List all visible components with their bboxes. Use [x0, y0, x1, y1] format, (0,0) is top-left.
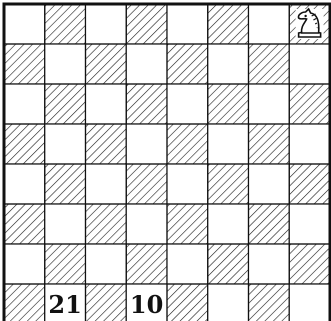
square-r5-c6[interactable]: [249, 204, 290, 244]
square-r1-c2[interactable]: [86, 44, 127, 84]
square-r1-c0[interactable]: [4, 44, 45, 84]
square-r3-c6[interactable]: [249, 124, 290, 164]
square-r2-c5[interactable]: [208, 84, 249, 124]
square-r0-c2[interactable]: [86, 4, 127, 44]
square-r3-c2[interactable]: [86, 124, 127, 164]
square-r3-c4[interactable]: [167, 124, 208, 164]
square-r1-c3[interactable]: [126, 44, 167, 84]
square-r2-c6[interactable]: [249, 84, 290, 124]
square-r6-c1[interactable]: [45, 244, 86, 284]
square-r6-c7[interactable]: [289, 244, 330, 284]
square-r6-c6[interactable]: [249, 244, 290, 284]
knight-icon[interactable]: [296, 9, 324, 39]
square-r2-c0[interactable]: [4, 84, 45, 124]
square-r0-c4[interactable]: [167, 4, 208, 44]
square-r7-c0[interactable]: [4, 284, 45, 321]
square-r0-c3[interactable]: [126, 4, 167, 44]
square-r2-c4[interactable]: [167, 84, 208, 124]
square-r3-c7[interactable]: [289, 124, 330, 164]
square-number: 21: [48, 290, 81, 319]
square-r7-c2[interactable]: [86, 284, 127, 321]
square-r0-c5[interactable]: [208, 4, 249, 44]
square-r1-c7[interactable]: [289, 44, 330, 84]
square-r3-c5[interactable]: [208, 124, 249, 164]
square-r5-c3[interactable]: [126, 204, 167, 244]
square-r6-c4[interactable]: [167, 244, 208, 284]
square-r5-c4[interactable]: [167, 204, 208, 244]
square-r4-c3[interactable]: [126, 164, 167, 204]
square-r4-c4[interactable]: [167, 164, 208, 204]
square-r4-c5[interactable]: [208, 164, 249, 204]
square-r0-c6[interactable]: [249, 4, 290, 44]
square-r6-c3[interactable]: [126, 244, 167, 284]
square-r2-c1[interactable]: [45, 84, 86, 124]
square-r1-c4[interactable]: [167, 44, 208, 84]
square-r7-c4[interactable]: [167, 284, 208, 321]
square-r6-c2[interactable]: [86, 244, 127, 284]
square-r7-c5[interactable]: [208, 284, 249, 321]
square-r4-c1[interactable]: [45, 164, 86, 204]
square-r6-c0[interactable]: [4, 244, 45, 284]
square-r5-c5[interactable]: [208, 204, 249, 244]
square-r3-c0[interactable]: [4, 124, 45, 164]
square-r6-c5[interactable]: [208, 244, 249, 284]
square-r7-c7[interactable]: [289, 284, 330, 321]
square-r1-c5[interactable]: [208, 44, 249, 84]
square-r5-c0[interactable]: [4, 204, 45, 244]
square-r4-c2[interactable]: [86, 164, 127, 204]
square-r3-c1[interactable]: [45, 124, 86, 164]
square-r5-c2[interactable]: [86, 204, 127, 244]
square-r1-c6[interactable]: [249, 44, 290, 84]
square-r4-c7[interactable]: [289, 164, 330, 204]
square-r4-c6[interactable]: [249, 164, 290, 204]
square-r2-c3[interactable]: [126, 84, 167, 124]
square-r3-c3[interactable]: [126, 124, 167, 164]
square-r2-c2[interactable]: [86, 84, 127, 124]
square-r2-c7[interactable]: [289, 84, 330, 124]
square-r7-c6[interactable]: [249, 284, 290, 321]
square-r5-c7[interactable]: [289, 204, 330, 244]
square-r0-c0[interactable]: [4, 4, 45, 44]
square-r5-c1[interactable]: [45, 204, 86, 244]
square-number: 10: [130, 290, 163, 319]
square-r0-c1[interactable]: [45, 4, 86, 44]
square-r1-c1[interactable]: [45, 44, 86, 84]
square-r4-c0[interactable]: [4, 164, 45, 204]
